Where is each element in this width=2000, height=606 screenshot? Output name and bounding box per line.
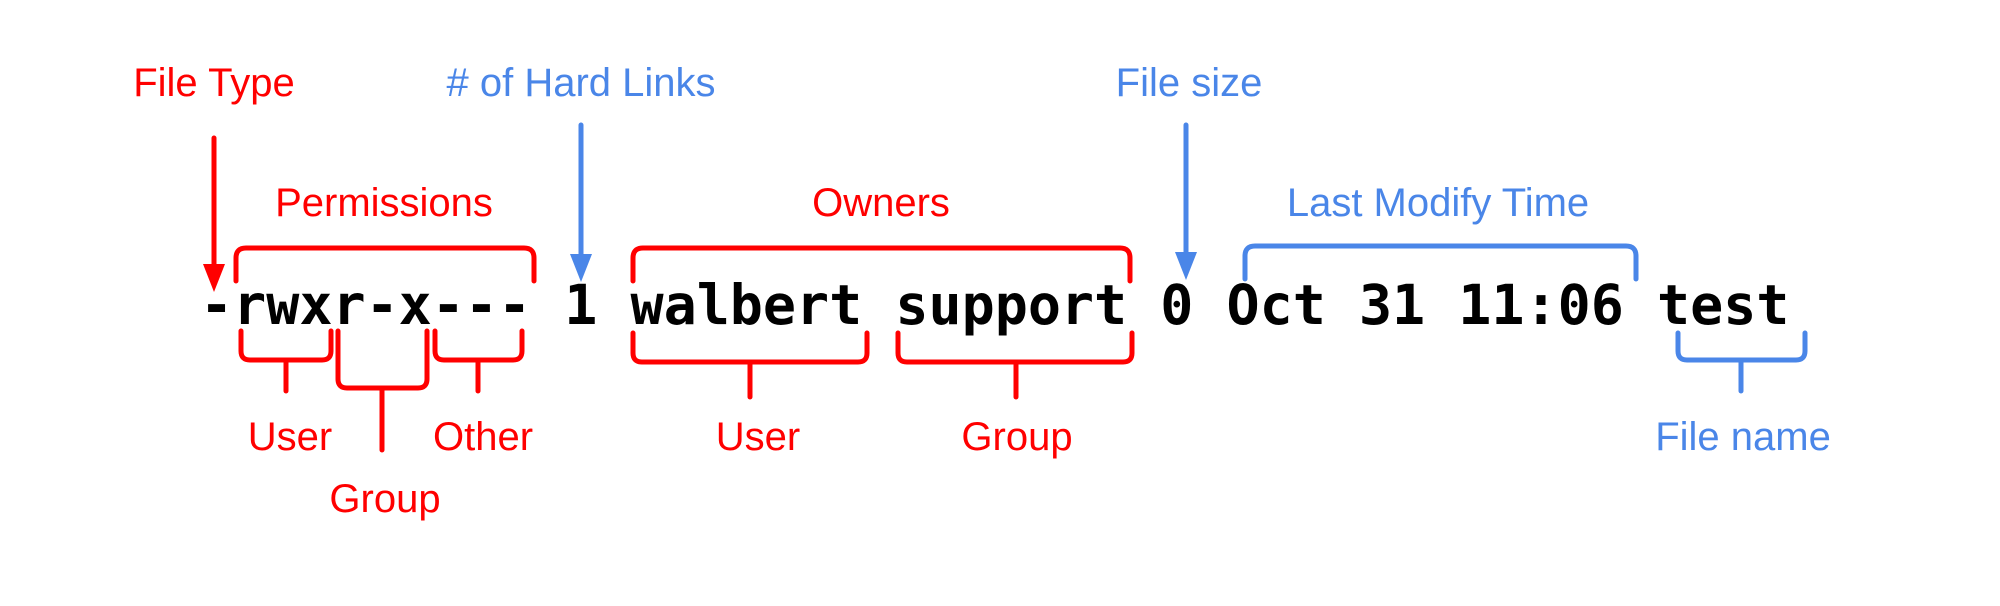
label-owner-user: User bbox=[715, 415, 801, 459]
perm-group-brace bbox=[335, 328, 430, 453]
hard-links-arrow bbox=[570, 122, 592, 282]
label-hard-links: # of Hard Links bbox=[446, 61, 716, 105]
file-size-arrow bbox=[1175, 122, 1197, 280]
owner-group-brace bbox=[895, 330, 1135, 400]
label-file-size: File size bbox=[1115, 61, 1263, 105]
file-name-brace bbox=[1675, 330, 1808, 394]
ls-output-line: -rwxr-x--- 1 walbert support 0 Oct 31 11… bbox=[200, 273, 1790, 337]
perm-user-brace bbox=[238, 328, 334, 394]
owner-user-brace bbox=[630, 330, 870, 400]
permissions-bracket bbox=[233, 245, 537, 284]
label-perm-user: User bbox=[247, 415, 333, 459]
file-type-arrow bbox=[203, 135, 225, 292]
perm-other-brace bbox=[432, 328, 525, 394]
label-owner-group: Group bbox=[961, 415, 1073, 459]
label-last-modify-time: Last Modify Time bbox=[1286, 181, 1590, 225]
label-file-type: File Type bbox=[133, 61, 295, 105]
owners-bracket bbox=[630, 245, 1133, 284]
label-perm-group: Group bbox=[329, 477, 441, 521]
label-owners: Owners bbox=[812, 181, 950, 225]
label-permissions: Permissions bbox=[275, 181, 493, 225]
label-file-name: File name bbox=[1655, 415, 1831, 459]
last-modify-time-bracket bbox=[1242, 243, 1639, 282]
label-perm-other: Other bbox=[432, 415, 534, 459]
